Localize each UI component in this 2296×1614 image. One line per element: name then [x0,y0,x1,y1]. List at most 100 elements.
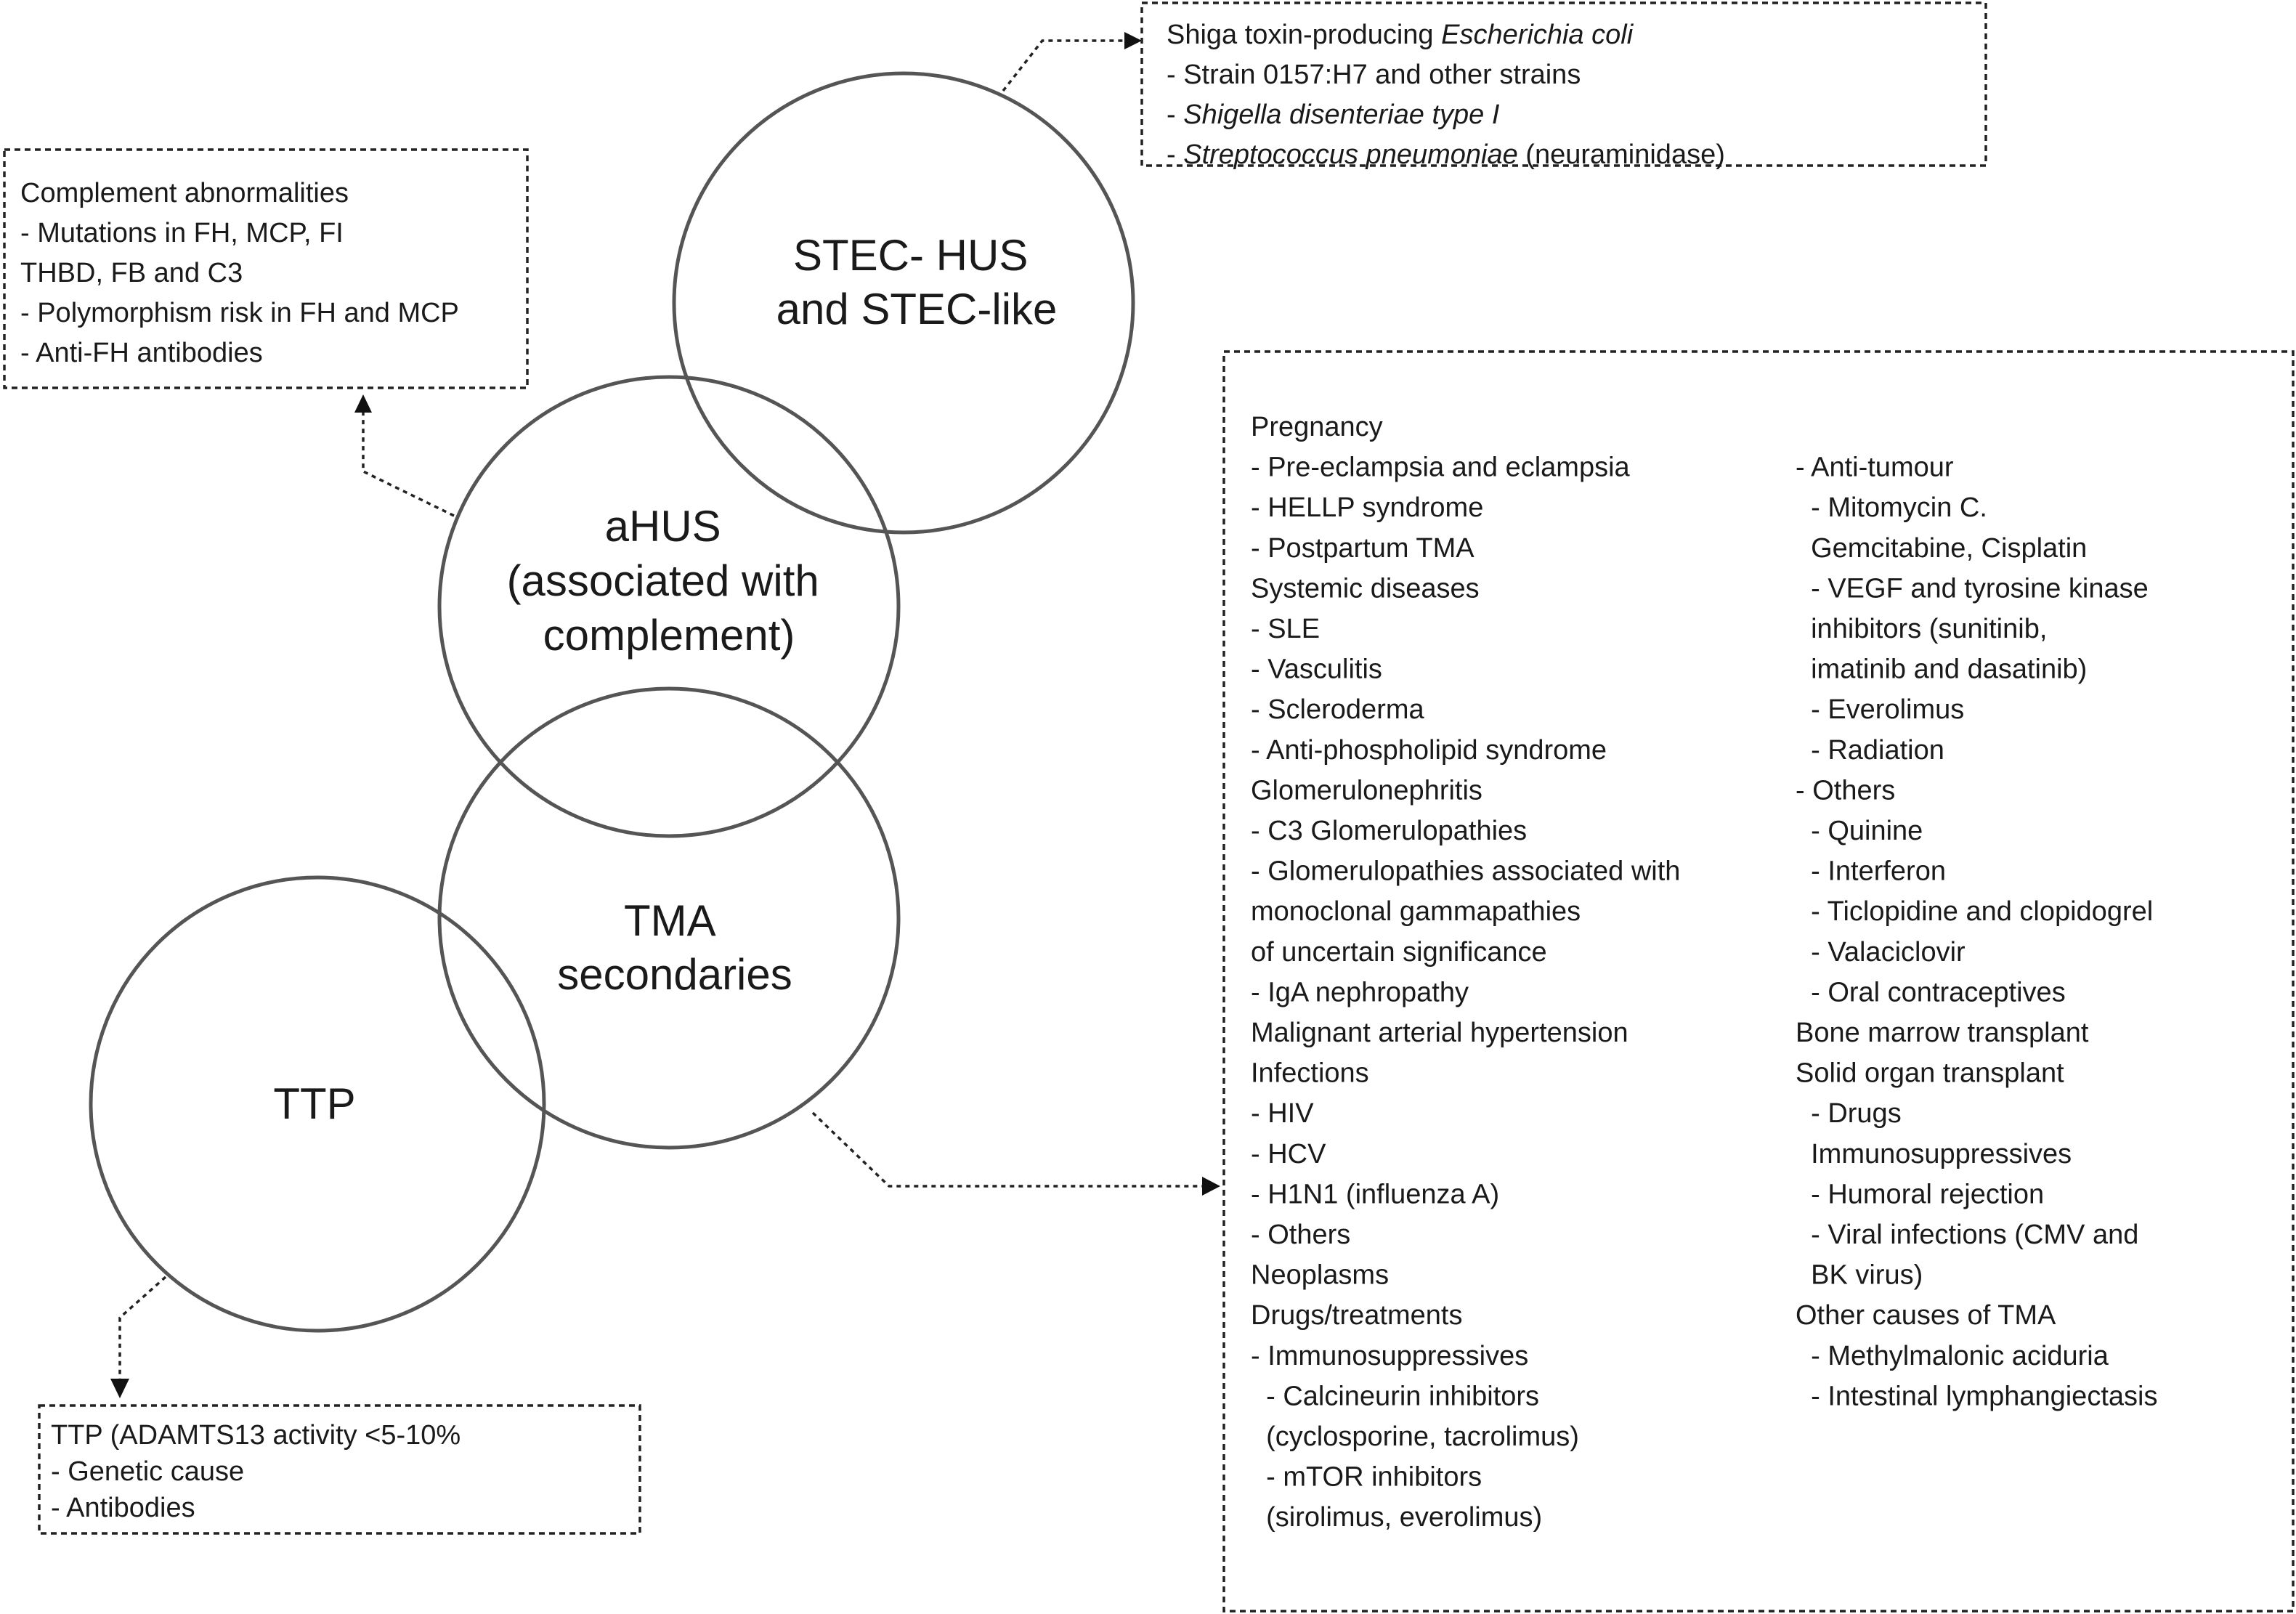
arrowhead-down-icon [110,1379,129,1398]
text-segment: - Genetic cause [51,1456,244,1487]
text-segment: Complement abnormalities [20,178,349,208]
secondary-cause-item: inhibitors (sunitinib, [1796,614,2047,644]
text-segment: - Mutations in FH, MCP, FI [20,218,344,248]
ttp-label-line: TTP [273,1079,355,1128]
secondary-cause-item: Bone marrow transplant [1796,1018,2089,1048]
text-segment: THBD, FB and C3 [20,258,243,288]
secondary-cause-item: Glomerulonephritis [1251,775,1482,806]
text-segment: - Antibodies [51,1493,195,1523]
complement-box-line: - Mutations in FH, MCP, FI [20,218,344,248]
secondary-cause-item: - mTOR inhibitors [1251,1462,1482,1493]
secondary-cause-item: - Radiation [1796,735,1944,766]
stec-label-line: STEC- HUS [793,231,1028,280]
ahus-label: aHUS (associated with complement) [507,502,832,660]
secondary-cause-item: - HELLP syndrome [1251,492,1483,523]
secondary-cause-item: - Others [1251,1220,1350,1250]
secondary-cause-item: Immunosuppressives [1796,1139,2072,1169]
arrowhead-right-icon [1124,32,1142,49]
secondary-cause-item: - Ticlopidine and clopidogrel [1796,896,2153,927]
stec-box-line: - Shigella disenteriae type I [1167,100,1500,130]
secondary-cause-item: - Methylmalonic aciduria [1796,1341,2109,1371]
secondary-causes-box [1222,350,2295,1613]
ahus-circle [437,375,901,838]
stec-box-line: - Strain 0157:H7 and other strains [1167,60,1581,90]
secondary-cause-item: - Anti-phospholipid syndrome [1251,735,1607,766]
secondary-cause-item: (cyclosporine, tacrolimus) [1251,1422,1579,1452]
secondary-cause-item: - HIV [1251,1098,1314,1129]
secondary-cause-item: - Quinine [1796,816,1923,846]
arrowhead-right-icon [1202,1177,1220,1196]
secondary-cause-item: Infections [1251,1058,1369,1089]
secondary-cause-item: - SLE [1251,614,1320,644]
secondary-cause-item: Malignant arterial hypertension [1251,1018,1628,1048]
secondary-cause-item: monoclonal gammapathies [1251,896,1581,927]
secondary-cause-item: Other causes of TMA [1796,1300,2056,1331]
text-segment: (neuraminidase) [1518,139,1725,170]
secondary-cause-item: - VEGF and tyrosine kinase [1796,573,2149,604]
text-segment: - Strain 0157:H7 and other strains [1167,60,1581,90]
secondary-cause-item: - Glomerulopathies associated with [1251,856,1680,887]
complement-box-line: THBD, FB and C3 [20,258,243,288]
secondary-cause-item: - Scleroderma [1251,694,1424,725]
secondary-cause-item: - Immunosuppressives [1251,1341,1528,1371]
complement-abnormalities-box [3,148,529,389]
ttp-causes-box [38,1404,641,1535]
arrowhead-up-icon [354,394,372,413]
secondary-cause-item: Pregnancy [1251,412,1383,442]
secondary-cause-item: Systemic diseases [1251,573,1480,604]
ttp-circle [89,875,546,1333]
secondary-cause-item: - Others [1796,775,1895,806]
secondary-cause-item: - Postpartum TMA [1251,533,1474,564]
text-segment: - [1167,139,1183,170]
ttp-box-line: TTP (ADAMTS13 activity <5-10% [51,1420,461,1451]
secondary-cause-item: Solid organ transplant [1796,1058,2064,1089]
ttp-box-line: - Genetic cause [51,1456,244,1487]
complement-box-line: - Anti-FH antibodies [20,338,263,368]
complement-box-line: Complement abnormalities [20,178,349,208]
connector-tma [811,1111,1202,1188]
ttp-box-line: - Antibodies [51,1493,195,1523]
secondary-cause-item: - Oral contraceptives [1796,977,2066,1007]
text-segment: Escherichia coli [1441,20,1634,50]
secondary-cause-item: - HCV [1251,1139,1326,1169]
stec-causes-box [1140,1,1987,167]
text-segment: Shiga toxin-producing [1167,20,1441,50]
secondary-cause-item: - C3 Glomerulopathies [1251,816,1527,846]
text-segment: TTP (ADAMTS13 activity <5-10% [51,1420,461,1451]
tma-label: TMA secondaries [557,896,792,999]
connector-stec [1002,39,1127,92]
connector-ttp [118,1276,167,1379]
secondary-cause-item: - Pre-eclampsia and eclampsia [1251,453,1631,483]
secondary-cause-item: - Anti-tumour [1796,453,1954,483]
text-segment: Shigella disenteriae type I [1183,100,1500,130]
stec-label: STEC- HUS and STEC-like [776,231,1058,333]
ahus-label-line: (associated with [507,556,819,605]
connector-ahus [362,410,455,517]
stec-hus-circle [672,71,1135,535]
text-segment: - Anti-FH antibodies [20,338,263,368]
secondary-cause-item: - Everolimus [1796,694,1964,725]
secondary-cause-item: - Interferon [1796,856,1946,887]
tma-label-line: TMA [624,896,716,945]
secondary-cause-item: - Viral infections (CMV and [1796,1220,2138,1250]
tma-secondaries-circle [437,686,901,1150]
secondary-cause-item: - Intestinal lymphangiectasis [1796,1381,2157,1411]
secondary-cause-item: - Valaciclovir [1796,937,1966,968]
ahus-label-line: complement) [543,611,795,660]
secondary-cause-item: - Calcineurin inhibitors [1251,1381,1539,1411]
secondary-cause-item: Drugs/treatments [1251,1300,1462,1331]
complement-box-line: - Polymorphism risk in FH and MCP [20,298,459,328]
tma-label-line: secondaries [557,950,792,999]
secondary-cause-item: Gemcitabine, Cisplatin [1796,533,2087,564]
secondary-cause-item: BK virus) [1796,1260,1923,1291]
secondary-cause-item: - Mitomycin C. [1796,492,1987,523]
stec-box-line: Shiga toxin-producing Escherichia coli [1167,20,1634,50]
text-segment: - Polymorphism risk in FH and MCP [20,298,459,328]
stec-box-line: - Streptococcus pneumoniae (neuraminidas… [1167,139,1725,170]
secondary-cause-item: - Vasculitis [1251,654,1382,685]
ahus-label-line: aHUS [605,502,721,551]
secondary-cause-item: Neoplasms [1251,1260,1389,1291]
secondary-cause-item: - Drugs [1796,1098,1902,1129]
stec-label-line: and STEC-like [776,285,1058,333]
